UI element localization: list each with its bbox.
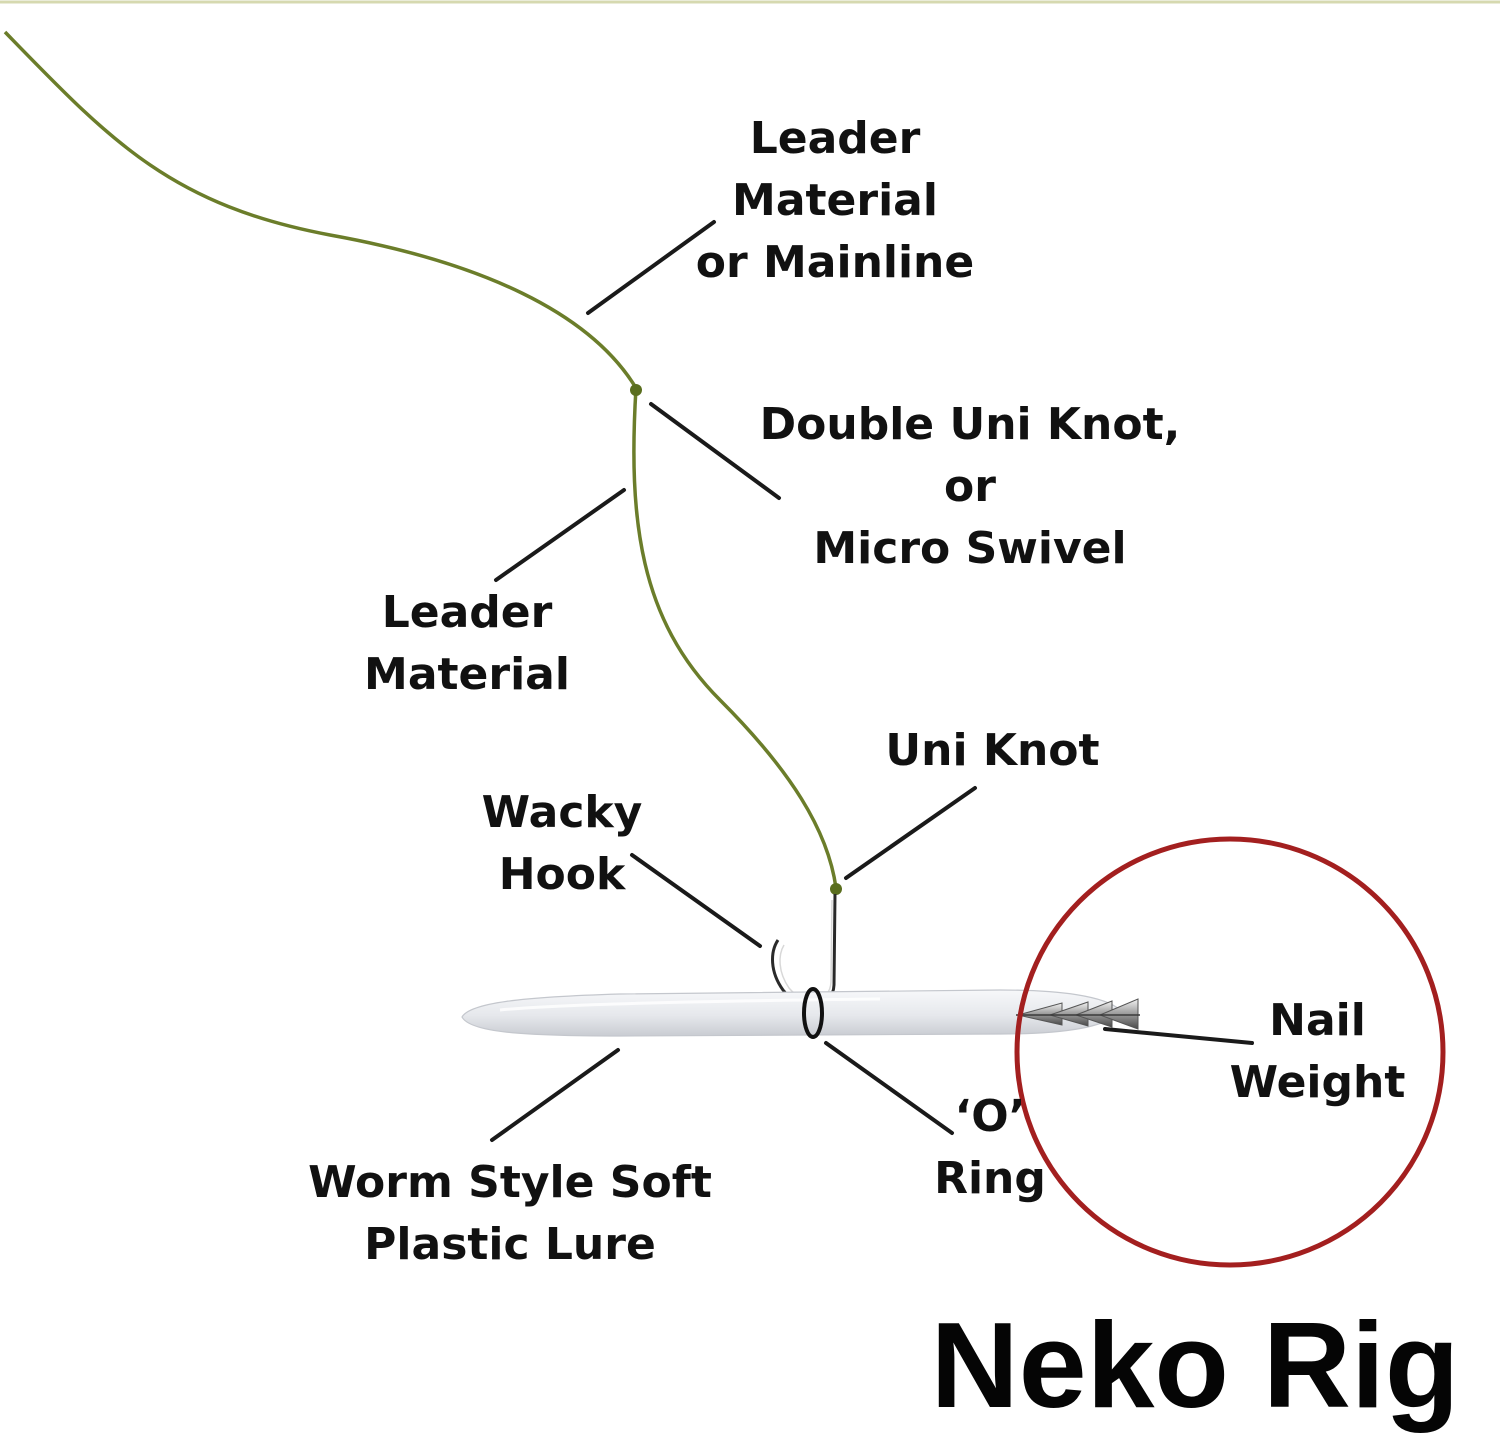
label-line: or Mainline (695, 237, 975, 288)
highlight-circle (1014, 836, 1446, 1268)
pointer-mainline (586, 220, 716, 315)
o-ring (802, 987, 824, 1039)
label-nail-weight: Nail Weight (1210, 990, 1425, 1114)
label-double-knot: Double Uni Knot, or Micro Swivel (740, 394, 1200, 580)
label-line: Material (732, 175, 938, 226)
label-line: Leader (749, 113, 921, 164)
label-lure: Worm Style Soft Plastic Lure (290, 1152, 730, 1276)
label-line: Leader (381, 587, 553, 638)
label-leader: Leader Material (352, 582, 582, 706)
label-line: Worm Style Soft (308, 1157, 712, 1208)
hook-shine (779, 899, 833, 1001)
diagram-title: Neko Rig (930, 1297, 1460, 1433)
label-line: or (944, 461, 996, 512)
label-wacky-hook: Wacky Hook (462, 782, 662, 906)
label-mainline: Leader Material or Mainline (690, 108, 980, 294)
double-uni-knot (630, 384, 642, 396)
worm-highlight (499, 997, 881, 1012)
uni-knot (830, 883, 842, 895)
label-uni-knot: Uni Knot (870, 720, 1115, 782)
pointer-nail-weight (1103, 1027, 1254, 1045)
leader-line (632, 387, 838, 889)
label-line: Plastic Lure (364, 1219, 656, 1270)
label-line: Material (364, 649, 570, 700)
mainline (3, 30, 638, 389)
pointer-lure (490, 1048, 620, 1142)
pointer-wacky-hook (630, 853, 762, 948)
pointer-uni-knot (844, 786, 977, 880)
label-line: Ring (934, 1153, 1046, 1204)
label-line: ‘O’ (954, 1091, 1026, 1142)
pointer-o-ring (824, 1041, 954, 1135)
label-line: Hook (498, 849, 626, 900)
label-line: Wacky (481, 787, 643, 838)
label-line: Micro Swivel (813, 523, 1127, 574)
nail-weight (1016, 998, 1140, 1030)
label-line: Double Uni Knot, (759, 399, 1181, 450)
label-line: Nail (1269, 995, 1366, 1046)
label-line: Weight (1229, 1057, 1406, 1108)
pointer-leader (494, 488, 626, 582)
label-o-ring: ‘O’ Ring (920, 1086, 1060, 1210)
label-line: Uni Knot (885, 725, 1100, 776)
pointer-double-knot (649, 402, 781, 500)
